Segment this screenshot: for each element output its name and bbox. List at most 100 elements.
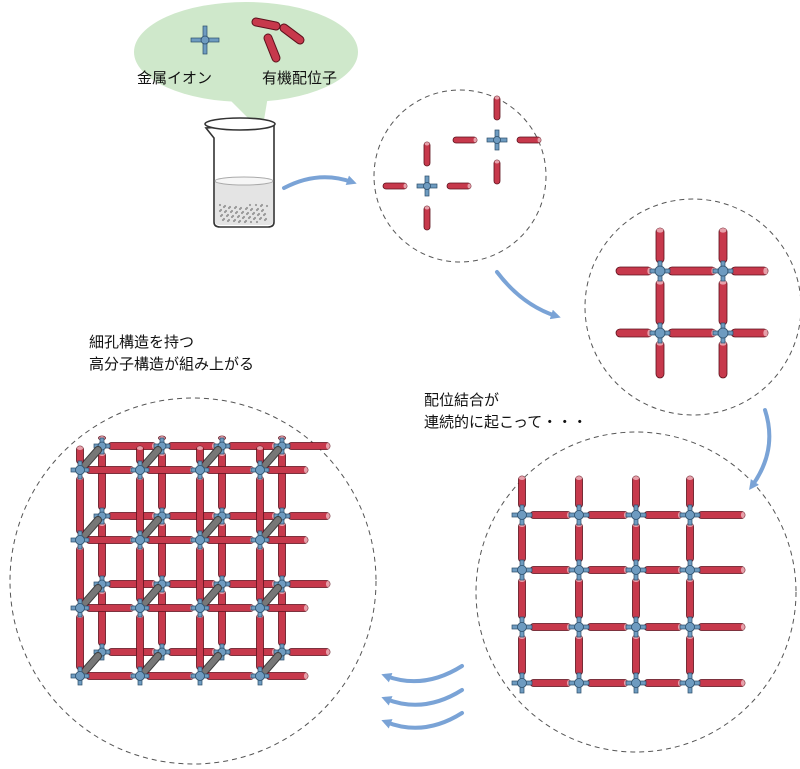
metal-ion-node	[625, 504, 647, 526]
linker-rod	[667, 328, 717, 338]
linker-rod	[98, 451, 106, 511]
linker-rod	[227, 648, 277, 656]
metal-ion-node	[625, 672, 647, 694]
linker-rod	[107, 512, 157, 520]
metal-ion-node	[511, 559, 533, 581]
component-bubble	[134, 2, 358, 132]
linker-rod	[655, 279, 665, 326]
linker-rod	[718, 279, 728, 326]
coordination-text-line1: 配位結合が	[424, 391, 500, 409]
linker-rod	[667, 266, 717, 276]
linker-rod	[287, 512, 331, 520]
linker-rod	[446, 182, 472, 190]
curved-arrow-icon	[282, 175, 772, 730]
stage-circle-3d-framework	[9, 397, 377, 765]
metal-ion-node	[679, 672, 701, 694]
metal-ion-node	[649, 322, 671, 344]
linker-rod	[167, 580, 217, 588]
metal-ion-node	[70, 598, 90, 618]
depth-linker-rod	[80, 652, 102, 676]
depth-linker-rod	[140, 584, 162, 608]
linker-rod	[382, 182, 408, 190]
beaker-icon	[204, 117, 276, 228]
metal-ion-node	[190, 530, 210, 550]
linker-rod	[158, 521, 166, 579]
linker-rod	[76, 545, 84, 603]
linker-rod	[516, 136, 542, 144]
linker-rod	[493, 95, 501, 121]
metal-ion-node	[568, 672, 590, 694]
metal-ion-node	[679, 559, 701, 581]
linker-rod	[265, 536, 309, 544]
linker-rod	[632, 634, 640, 676]
linker-rod	[586, 566, 629, 574]
linker-rod	[632, 522, 640, 563]
linker-rod	[85, 672, 135, 680]
linker-rod	[586, 679, 629, 687]
metal-ion-node	[625, 616, 647, 638]
linker-rod	[265, 672, 309, 680]
linker-rod	[718, 227, 728, 264]
metal-ion-label: 金属イオン	[137, 69, 213, 87]
metal-ion-node	[486, 129, 508, 151]
depth-linker-rod	[200, 652, 222, 676]
depth-linker-rod	[140, 446, 162, 470]
linker-rod	[218, 451, 226, 511]
linker-rod	[586, 623, 629, 631]
linker-rod	[107, 648, 157, 656]
metal-ion-node	[130, 530, 150, 550]
linker-rod	[643, 623, 683, 631]
metal-ion-node	[213, 643, 231, 661]
linker-rod	[697, 679, 746, 687]
metal-ion-node	[250, 460, 270, 480]
linker-rod	[218, 589, 226, 647]
metal-ion-node	[511, 672, 533, 694]
linker-rod	[686, 522, 694, 563]
linker-rod	[730, 328, 769, 338]
linker-rod	[518, 522, 526, 563]
linker-rod	[196, 545, 204, 603]
linker-rod	[423, 205, 431, 231]
linker-rod	[643, 566, 683, 574]
linker-rod	[145, 604, 195, 612]
linker-rod	[697, 566, 746, 574]
linker-rod	[686, 634, 694, 676]
depth-linker-rod	[200, 584, 222, 608]
stage-circle-2d-grid	[475, 431, 797, 753]
metal-ion-node	[625, 559, 647, 581]
metal-ion-node	[679, 616, 701, 638]
depth-linker-rod	[140, 652, 162, 676]
linker-rod	[697, 511, 746, 519]
linker-rod	[158, 451, 166, 511]
metal-ion-node	[712, 322, 734, 344]
linker-rod	[452, 136, 478, 144]
porous-text-line1: 細孔構造を持つ	[89, 333, 195, 351]
metal-ion-node	[130, 666, 150, 686]
linker-rod	[643, 511, 683, 519]
metal-ion-node	[70, 530, 90, 550]
linker-rod	[145, 466, 195, 474]
linker-rod	[529, 623, 572, 631]
linker-rod	[529, 679, 572, 687]
linker-rod	[196, 613, 204, 671]
linker-rod	[529, 511, 572, 519]
linker-rod	[76, 475, 84, 535]
metal-ion-node	[416, 175, 438, 197]
cross-node-icon	[190, 25, 220, 55]
organic-ligand-label: 有機配位子	[262, 69, 338, 87]
linker-rod	[697, 623, 746, 631]
linker-rod	[575, 577, 583, 620]
metal-ion-node	[511, 504, 533, 526]
metal-ion-node	[679, 504, 701, 526]
metal-ion-node	[130, 460, 150, 480]
linker-rod	[205, 466, 255, 474]
linker-rod	[205, 536, 255, 544]
metal-ion-node	[568, 559, 590, 581]
linker-rod	[730, 266, 769, 276]
linker-rod	[632, 475, 640, 509]
linker-rod	[196, 475, 204, 535]
linker-rod	[278, 521, 286, 579]
linker-rod	[423, 141, 431, 167]
linker-rod	[256, 545, 264, 603]
depth-linker-rod	[200, 446, 222, 470]
